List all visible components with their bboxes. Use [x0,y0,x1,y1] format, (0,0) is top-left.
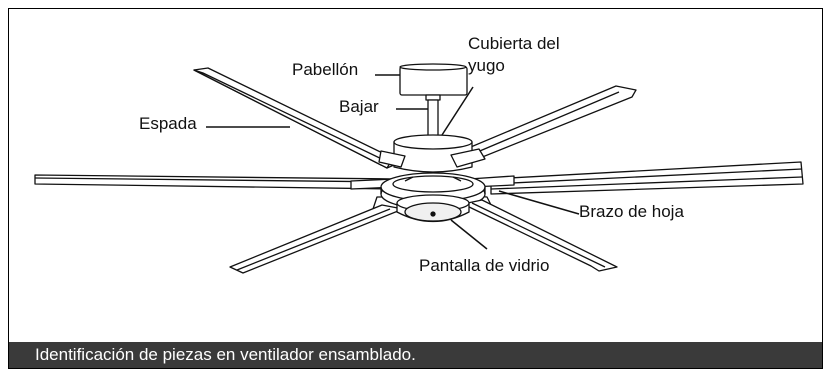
caption-bar: Identificación de piezas en ventilador e… [9,342,822,368]
label-pabellon: Pabellón [292,60,359,79]
leader-pantalla [450,219,488,250]
blade-lower-right [462,199,618,272]
blade-far-left [34,174,398,190]
label-brazo: Brazo de hoja [579,202,684,221]
blade-far-right [490,161,804,195]
blade-lower-left [229,204,404,274]
label-pantalla: Pantalla de vidrio [419,256,550,275]
downrod [425,94,441,141]
leader-lines [206,74,580,250]
label-espada: Espada [139,114,197,133]
diagram-frame: Pabellón Cubierta del yugo Bajar Espada … [8,8,823,369]
label-cubierta: Cubierta del [468,34,560,53]
ceiling-fan-diagram [34,63,804,274]
glass-shade [396,194,470,223]
motor-housing [393,134,473,173]
leader-brazo [498,190,580,215]
leader-cubierta [441,86,474,136]
label-yugo: yugo [468,56,505,75]
canopy [399,63,468,96]
label-bajar: Bajar [339,97,379,116]
blade-upper-left [193,67,402,169]
